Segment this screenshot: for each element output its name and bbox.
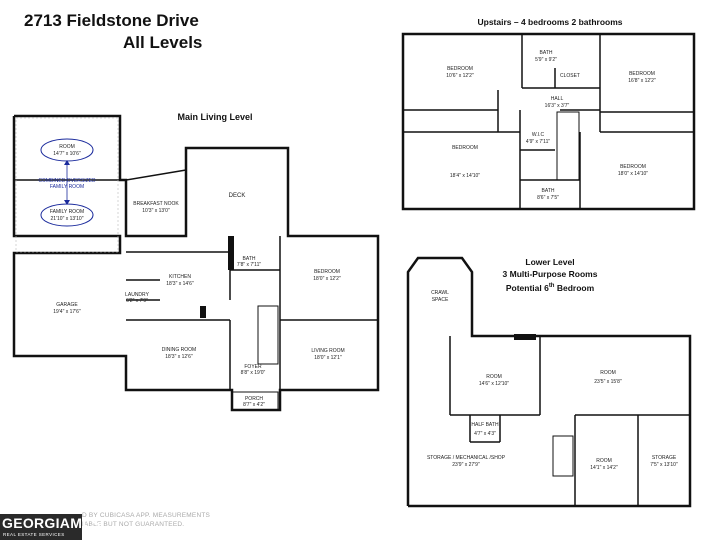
main-level-title: Main Living Level — [177, 112, 253, 122]
disclaimer-line-1: D BY CUBICASA APP. MEASUREMENTS — [82, 512, 211, 519]
lower-title-line-3b: Bedroom — [554, 282, 595, 293]
lower-outline — [406, 256, 692, 508]
main-room-1-dims: 21'10" x 13'10" — [51, 216, 84, 222]
main-room-8-dims: 6'2" x 7'9" — [126, 298, 148, 304]
main-room-7-dims: 19'4" x 17'6" — [53, 309, 81, 315]
lower-title-line-3a: Potential 6 — [505, 282, 549, 293]
low-room-4-name: STORAGE / MECHANICAL /SHOP — [427, 455, 506, 461]
main-room-0-name: ROOM — [59, 144, 75, 150]
low-room-5-dims: 14'1" x 14'2" — [590, 465, 618, 471]
up-room-3-name: BEDROOM — [629, 71, 655, 77]
levels-subtitle: All Levels — [123, 33, 203, 52]
up-room-8-dims: 8'6" x 7'5" — [537, 195, 559, 201]
lower-title-line-1: Lower Level — [525, 257, 575, 267]
main-outline — [12, 114, 380, 412]
main-room-5-name: BEDROOM — [314, 269, 340, 275]
up-room-4-dims: 16'3" x 3'7" — [545, 103, 570, 109]
up-room-4-name: HALL — [551, 96, 564, 102]
up-room-6-dims: 4'9" x 7'11" — [526, 139, 550, 145]
main-room-7-name: GARAGE — [56, 302, 78, 308]
low-room-2-name: ROOM — [600, 370, 616, 376]
up-room-7-dims: 18'0" x 14'10" — [618, 171, 648, 177]
low-room-1-dims: 14'6" x 12'10" — [479, 381, 509, 387]
combined-note-1: COMBINED OVERSIZED — [38, 178, 96, 184]
low-room-2-dims: 23'5" x 15'8" — [594, 379, 622, 385]
low-room-6-dims: 7'5" x 13'10" — [650, 462, 678, 468]
low-room-5-name: ROOM — [596, 458, 612, 464]
low-room-3-name: HALF BATH — [471, 422, 499, 428]
main-room-10-name: LIVING ROOM — [311, 348, 344, 354]
lower-title-line-2: 3 Multi-Purpose Rooms — [502, 269, 598, 279]
logo-text: GEORGIAMLS — [2, 515, 101, 531]
address-title: 2713 Fieldstone Drive — [24, 11, 199, 30]
main-room-9-name: DINING ROOM — [162, 347, 196, 353]
up-room-7-name: BEDROOM — [620, 164, 646, 170]
main-room-6-name: KITCHEN — [169, 274, 191, 280]
main-room-5-dims: 18'0" x 12'2" — [313, 276, 341, 282]
main-room-9-dims: 18'3" x 12'6" — [165, 354, 193, 360]
up-room-1-name: BATH — [540, 50, 553, 56]
upstairs-title: Upstairs – 4 bedrooms 2 bathrooms — [477, 17, 623, 27]
main-room-4-name: BATH — [243, 256, 256, 262]
low-room-4-dims: 23'9" x 27'9" — [452, 462, 480, 468]
disclaimer-line-2: IABLE BUT NOT GUARANTEED. — [82, 521, 185, 528]
main-room-6-dims: 18'3" x 14'6" — [166, 281, 194, 287]
up-room-5-name: BEDROOM — [452, 145, 478, 151]
lower-level-title: Lower Level 3 Multi-Purpose Rooms Potent… — [480, 256, 620, 294]
up-room-0-name: BEDROOM — [447, 66, 473, 72]
up-room-3-dims: 16'8" x 12'2" — [628, 78, 656, 84]
low-room-0-name: CRAWL — [431, 290, 449, 296]
main-room-11-name: FOYER — [244, 364, 262, 370]
up-room-8-name: BATH — [542, 188, 555, 194]
upstairs-outline — [401, 32, 696, 211]
low-room-1-name: ROOM — [486, 374, 502, 380]
main-room-1-name: FAMILY ROOM — [50, 209, 84, 215]
up-room-0-dims: 10'6" x 12'2" — [446, 73, 474, 79]
low-room-3-dims: 4'7" x 4'3" — [474, 431, 496, 437]
up-room-1-dims: 5'9" x 9'2" — [535, 57, 557, 63]
up-room-2-name: CLOSET — [560, 73, 580, 79]
main-room-11-dims: 8'8" x 19'0" — [241, 370, 266, 376]
combined-note-2: FAMILY ROOM — [50, 184, 84, 190]
main-room-3-name: DECK — [229, 193, 246, 199]
main-room-2-dims: 10'3" x 13'0" — [142, 208, 170, 214]
main-room-4-dims: 7'8" x 7'11" — [237, 262, 261, 268]
logo-subtext: REAL ESTATE SERVICES — [3, 532, 65, 537]
main-room-10-dims: 18'0" x 12'1" — [314, 355, 342, 361]
up-room-6-name: W.I.C — [532, 132, 545, 138]
up-room-5-dims: 18'4" x 14'10" — [450, 173, 480, 179]
main-room-8-name: LAUNDRY — [125, 292, 149, 298]
main-room-0-dims: 14'7" x 10'6" — [53, 151, 81, 157]
georgia-mls-logo: GEORGIAMLS REAL ESTATE SERVICES — [0, 514, 100, 540]
main-room-12-dims: 8'7" x 4'2" — [243, 402, 265, 408]
main-room-12-name: PORCH — [245, 396, 263, 402]
main-room-2-name: BREAKFAST NOOK — [133, 201, 179, 207]
low-room-0-dims: SPACE — [432, 297, 449, 303]
low-room-6-name: STORAGE — [652, 455, 677, 461]
lower-title-line-3: Potential 6th Bedroom — [480, 280, 620, 294]
lower-title-sup: th — [548, 283, 555, 289]
